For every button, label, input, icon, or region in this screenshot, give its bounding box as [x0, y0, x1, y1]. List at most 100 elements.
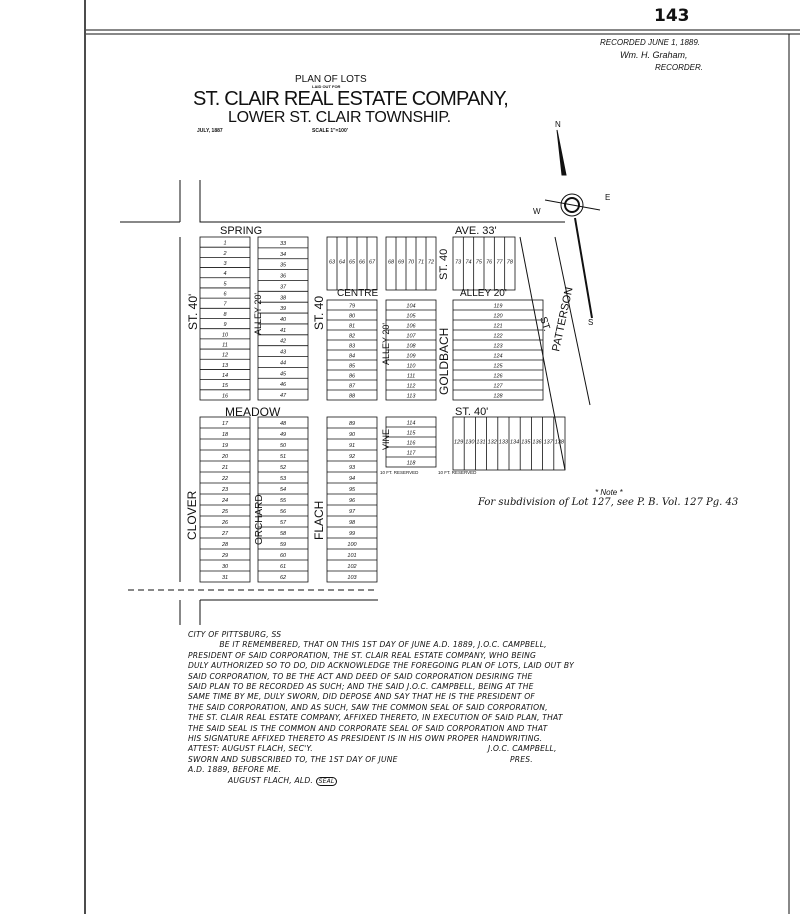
- lot-number: 27: [221, 531, 229, 537]
- lot-number: 11: [222, 342, 228, 348]
- lot-number: 67: [369, 260, 376, 266]
- lot-number: 116: [407, 441, 417, 447]
- lot-number: 2: [222, 251, 226, 257]
- page-number: 143: [654, 6, 690, 26]
- street-spring: SPRING: [220, 225, 262, 237]
- street-orchard: ORCHARD: [254, 494, 265, 545]
- street-centre: CENTRE: [337, 288, 378, 299]
- lot-number: 63: [329, 260, 336, 266]
- lot-number: 74: [465, 260, 471, 266]
- compass-e-label: E: [605, 193, 610, 202]
- street-st-east: ST.: [537, 316, 552, 333]
- block-i: [199, 416, 251, 583]
- lot-number: 23: [221, 487, 229, 493]
- compass-n-label: N: [555, 120, 561, 129]
- certificate-line: the said corporation, and as such, saw t…: [188, 702, 548, 712]
- lot-number: 62: [280, 575, 286, 581]
- street-ave: AVE. 33': [455, 225, 497, 237]
- lot-number: 110: [407, 364, 417, 370]
- lot-number: 134: [510, 440, 519, 446]
- lot-number: 33: [280, 241, 287, 247]
- block-d: [385, 236, 437, 291]
- lot-number: 85: [349, 364, 356, 370]
- street-alley-1: ALLEY 20': [253, 293, 263, 335]
- lot-number: 24: [221, 498, 228, 504]
- lot-number: 38: [280, 295, 287, 301]
- lot-number: 16: [222, 393, 229, 399]
- lot-number: 90: [349, 432, 356, 438]
- lot-number: 120: [493, 314, 503, 320]
- lot-number: 112: [407, 384, 416, 390]
- sworn-line: Sworn and subscribed to, the 1st day of …: [188, 754, 398, 764]
- lot-number: 57: [280, 520, 287, 526]
- lot-number: 111: [407, 374, 415, 380]
- lot-number: 119: [494, 304, 503, 310]
- lot-number: 76: [486, 260, 493, 266]
- lot-number: 61: [280, 564, 286, 570]
- lot-number: 54: [280, 487, 286, 493]
- lot-number: 35: [280, 263, 287, 269]
- reserved-label-1: 10 FT. RESERVED: [380, 470, 419, 475]
- patterson-west: [554, 236, 591, 406]
- lot-number: 114: [407, 421, 416, 427]
- lot-number: 101: [347, 553, 356, 559]
- lot-number: 81: [349, 324, 355, 330]
- lot-number: 56: [280, 509, 287, 515]
- signer-name: J.O.C. Campbell,: [488, 744, 557, 754]
- lot-number: 59: [280, 542, 286, 548]
- lot-number: 115: [407, 431, 417, 437]
- lot-number: 36: [280, 274, 287, 280]
- lot-number: 88: [349, 394, 356, 400]
- signer-title: Pres.: [510, 754, 533, 764]
- street-clover: CLOVER: [185, 490, 199, 540]
- lot-number: 96: [349, 498, 356, 504]
- lot-number: 25: [221, 509, 229, 515]
- block-l: [385, 416, 437, 468]
- lot-number: 75: [476, 260, 483, 266]
- lot-number: 94: [349, 476, 355, 482]
- lot-number: 138: [555, 440, 565, 446]
- lot-number: 71: [418, 260, 424, 266]
- lot-number: 121: [493, 324, 502, 330]
- lot-number: 122: [493, 334, 502, 340]
- lot-number: 135: [521, 440, 531, 446]
- compass-needle-south: [574, 217, 593, 319]
- lot-number: 18: [222, 432, 229, 438]
- lot-number: 49: [280, 432, 286, 438]
- lot-number: 133: [499, 440, 509, 446]
- lot-number: 65: [349, 260, 356, 266]
- note-text: For subdivision of Lot 127, see P. B. Vo…: [478, 497, 739, 508]
- lot-number: 66: [359, 260, 366, 266]
- lot-number: 127: [493, 384, 503, 390]
- lot-number: 132: [488, 440, 497, 446]
- title-plan: PLAN OF LOTS: [295, 74, 367, 85]
- lot-number: 9: [223, 322, 226, 328]
- lot-number: 52: [280, 465, 286, 471]
- lot-number: 106: [406, 324, 416, 330]
- lot-number: 79: [349, 304, 355, 310]
- recorded-date: Recorded June 1, 1889.: [600, 38, 701, 47]
- certificate-line: City of Pittsburg, ss: [188, 630, 282, 639]
- lot-number: 125: [493, 364, 503, 370]
- lot-number: 42: [280, 339, 286, 345]
- lot-number: 60: [280, 553, 287, 559]
- block-c: [326, 236, 378, 291]
- lot-number: 70: [408, 260, 415, 266]
- certificate-line: said plan to be recorded as such; and th…: [188, 682, 534, 692]
- lot-number: 55: [280, 498, 287, 504]
- lot-number: 105: [406, 314, 416, 320]
- lot-number: 131: [476, 440, 485, 446]
- street-st40-left: ST. 40': [186, 294, 200, 330]
- lot-number: 92: [349, 454, 355, 460]
- lot-number: 83: [349, 344, 356, 350]
- lot-number: 28: [221, 542, 229, 548]
- alderman-signature: August Flach, Ald.: [228, 775, 313, 785]
- lot-number: 130: [465, 440, 475, 446]
- lot-number: 91: [349, 443, 355, 449]
- title-date: JULY, 1887: [197, 128, 223, 134]
- lot-number: 10: [222, 332, 229, 338]
- street-st40-mid: ST. 40: [312, 296, 326, 330]
- lot-number: 128: [493, 394, 503, 400]
- lot-number: 19: [222, 443, 228, 449]
